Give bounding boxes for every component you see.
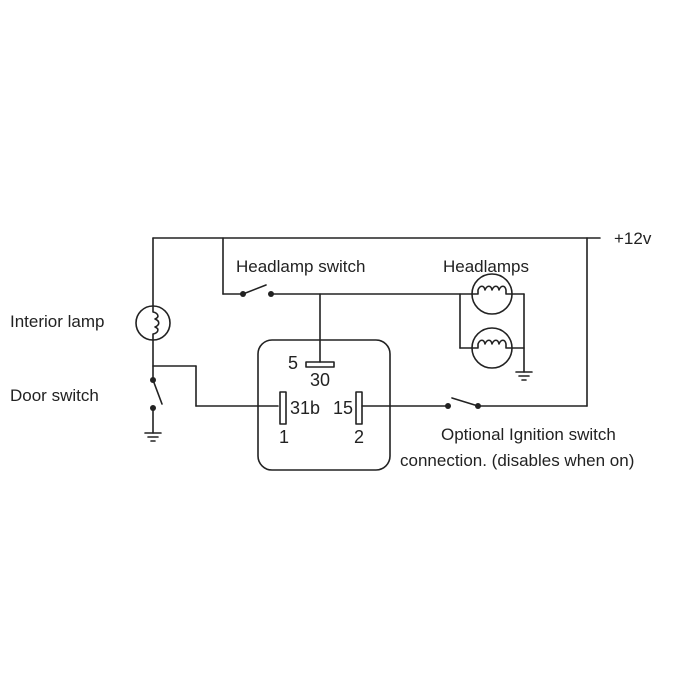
headlamps-group	[459, 293, 525, 373]
relay-pin-2: 2	[354, 427, 364, 447]
door-switch-icon	[150, 377, 163, 434]
relay-contact-icon	[279, 391, 287, 425]
ignition-feed-wire	[477, 237, 588, 407]
relay-pin-1: 1	[279, 427, 289, 447]
headlamp-switch-label: Headlamp switch	[236, 257, 365, 276]
interior-lamp-icon	[135, 305, 171, 341]
interior-lamp-label: Interior lamp	[10, 312, 104, 331]
ignition-label-line1: Optional Ignition switch	[441, 425, 616, 444]
relay-contact-icon	[355, 391, 363, 425]
relay-module	[257, 339, 391, 471]
switch-icon	[240, 284, 274, 297]
headlamps-label: Headlamps	[443, 257, 529, 276]
door-switch-label: Door switch	[10, 386, 99, 405]
switch-icon	[361, 397, 481, 409]
lamp-bulb-icon	[471, 273, 513, 315]
ground-icon	[515, 371, 533, 381]
relay-pin-5: 5	[288, 353, 298, 373]
headlamp-feed-wire	[270, 293, 473, 363]
ignition-label-line2: connection. (disables when on)	[400, 451, 634, 470]
door-switch-to-relay-wire	[152, 365, 279, 407]
ground-icon	[144, 432, 162, 442]
supply-label: +12v	[614, 229, 652, 248]
relay-pin-15: 15	[333, 398, 353, 418]
relay-pin-31b: 31b	[290, 398, 320, 418]
lamp-bulb-icon	[471, 327, 513, 369]
relay-contact-icon	[305, 361, 335, 368]
relay-pin-30: 30	[310, 370, 330, 390]
headlamp-switch-branch	[222, 237, 243, 295]
